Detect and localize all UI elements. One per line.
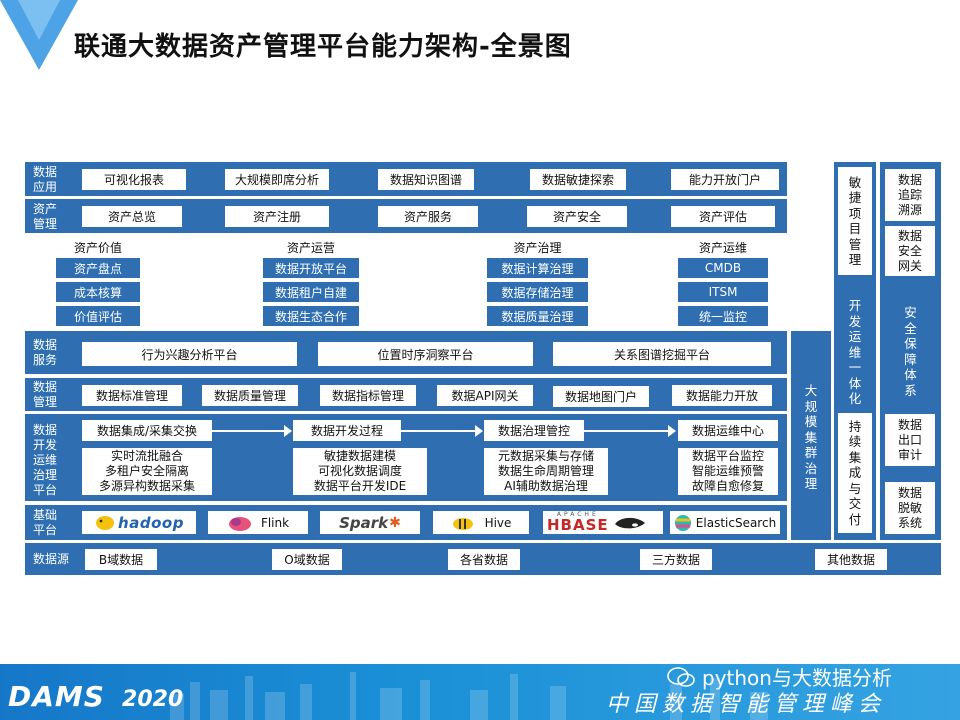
elasticsearch-label: ElasticSearch — [696, 516, 776, 530]
source-item[interactable]: O域数据 — [272, 549, 342, 570]
bee-icon — [451, 514, 475, 532]
elephant-icon — [94, 514, 116, 532]
devops-integ-label: 开发运维一体化 — [834, 298, 876, 407]
arrow-right-icon — [212, 430, 290, 432]
devops-stage[interactable]: 数据治理管控 — [484, 420, 584, 441]
source-item[interactable]: 三方数据 — [640, 549, 712, 570]
infra-elasticsearch[interactable]: ElasticSearch — [670, 511, 780, 534]
cat-gov-item[interactable]: 数据存储治理 — [487, 282, 588, 302]
service-item-graph[interactable]: 关系图谱挖掘平台 — [553, 342, 771, 366]
datamgmt-item[interactable]: 数据地图门户 — [553, 386, 649, 407]
datamgmt-item[interactable]: 数据标准管理 — [82, 385, 182, 406]
devops-detail: 数据平台监控智能运维预警故障自愈修复 — [678, 448, 778, 495]
devops-stage[interactable]: 数据集成/采集交换 — [82, 420, 212, 441]
star-icon: ✱ — [389, 515, 401, 531]
summit-slogan: 中国数据智能管理峰会 — [606, 686, 886, 718]
cluster-governance-label: 大规模集群治理 — [791, 383, 831, 492]
app-item-visual-report[interactable]: 可视化报表 — [82, 169, 186, 190]
hadoop-label: hadoop — [118, 514, 184, 532]
asset-item-service[interactable]: 资产服务 — [378, 206, 478, 227]
datamgmt-item[interactable]: 数据质量管理 — [202, 385, 298, 406]
app-item-knowledge-graph[interactable]: 数据知识图谱 — [378, 169, 474, 190]
cat-ops-item[interactable]: 数据开放平台 — [263, 258, 359, 278]
flink-label: Flink — [261, 516, 289, 530]
datamgmt-item[interactable]: 数据指标管理 — [320, 385, 416, 406]
row-app-label: 数据应用 — [33, 165, 57, 195]
cat-maint-item[interactable]: CMDB — [678, 258, 768, 278]
row-infra-label: 基础平台 — [33, 508, 57, 538]
row-devops-label: 数据开发运维治理平台 — [33, 423, 57, 498]
asset-item-overview[interactable]: 资产总览 — [82, 206, 182, 227]
devops-stage[interactable]: 数据运维中心 — [678, 420, 778, 441]
app-item-agile-explore[interactable]: 数据敏捷探索 — [530, 169, 626, 190]
asset-item-register[interactable]: 资产注册 — [225, 206, 329, 227]
cat-value-item[interactable]: 成本核算 — [56, 282, 140, 302]
dams-logo-text: DAMS — [8, 680, 105, 713]
cat-gov-item[interactable]: 数据质量治理 — [487, 306, 588, 326]
infra-hbase[interactable]: APACHE HBASE — [543, 511, 663, 534]
orca-icon — [613, 514, 647, 532]
source-item[interactable]: B域数据 — [85, 549, 157, 570]
cat-gov-item[interactable]: 数据计算治理 — [487, 258, 588, 278]
elastic-icon — [674, 514, 692, 532]
asset-item-security[interactable]: 资产安全 — [527, 206, 627, 227]
security-system-label: 安全保障体系 — [880, 305, 941, 398]
cat-ops-item[interactable]: 数据租户自建 — [263, 282, 359, 302]
datamgmt-item[interactable]: 数据能力开放 — [672, 385, 772, 406]
masking-box[interactable]: 数据脱敏系统 — [885, 482, 935, 534]
infra-hadoop[interactable]: hadoop — [82, 511, 196, 534]
dams-year: 2020 — [122, 687, 183, 712]
service-item-behavior[interactable]: 行为兴趣分析平台 — [82, 342, 297, 366]
cat-value-item[interactable]: 资产盘点 — [56, 258, 140, 278]
cat-maint-item[interactable]: 统一监控 — [678, 306, 768, 326]
corner-triangle-icon — [0, 0, 78, 72]
hbase-label: HBASE — [547, 518, 609, 533]
service-item-location[interactable]: 位置时序洞察平台 — [318, 342, 533, 366]
cat-value-item[interactable]: 价值评估 — [56, 306, 140, 326]
cat-maint-title: 资产运维 — [678, 239, 768, 256]
arrow-right-icon — [401, 430, 481, 432]
export-audit-box[interactable]: 数据出口审计 — [885, 414, 935, 466]
cat-ops-item[interactable]: 数据生态合作 — [263, 306, 359, 326]
cat-ops-title: 资产运营 — [263, 239, 359, 256]
row-datamgmt-label: 数据管理 — [33, 380, 57, 410]
datamgmt-item[interactable]: 数据API网关 — [437, 385, 533, 406]
devops-detail: 敏捷数据建模可视化数据调度数据平台开发IDE — [293, 448, 427, 495]
app-item-open-portal[interactable]: 能力开放门户 — [671, 169, 779, 190]
cat-maint-item[interactable]: ITSM — [678, 282, 768, 302]
cat-gov-title: 资产治理 — [487, 239, 588, 256]
row-source-label: 数据源 — [33, 552, 69, 567]
spark-label: Spark — [339, 514, 388, 532]
devops-stage[interactable]: 数据开发过程 — [293, 420, 401, 441]
source-item[interactable]: 其他数据 — [815, 549, 887, 570]
row-asset-label: 资产管理 — [33, 202, 57, 232]
infra-hive[interactable]: Hive — [433, 511, 529, 534]
page-title: 联通大数据资产管理平台能力架构-全景图 — [74, 26, 572, 63]
wechat-icon — [666, 666, 696, 688]
infra-spark[interactable]: Spark ✱ — [320, 511, 420, 534]
cat-value-title: 资产价值 — [56, 239, 140, 256]
ci-cd-box[interactable]: 持续集成与交付 — [838, 413, 872, 533]
infra-flink[interactable]: Flink — [208, 511, 308, 534]
source-item[interactable]: 各省数据 — [448, 549, 520, 570]
asset-item-evaluate[interactable]: 资产评估 — [671, 206, 775, 227]
hive-label: Hive — [485, 516, 512, 530]
dams-logo: DAMS 2020 — [8, 680, 183, 713]
arrow-right-icon — [584, 430, 674, 432]
security-gateway-box[interactable]: 数据安全网关 — [885, 226, 935, 276]
app-item-adhoc-analysis[interactable]: 大规模即席分析 — [225, 169, 329, 190]
devops-detail: 实时流批融合多租户安全隔离多源异构数据采集 — [82, 448, 212, 495]
trace-box[interactable]: 数据追踪溯源 — [885, 169, 935, 221]
row-service-label: 数据服务 — [33, 338, 57, 368]
agile-pm-box[interactable]: 敏捷项目管理 — [838, 167, 872, 275]
squirrel-icon — [227, 514, 253, 532]
